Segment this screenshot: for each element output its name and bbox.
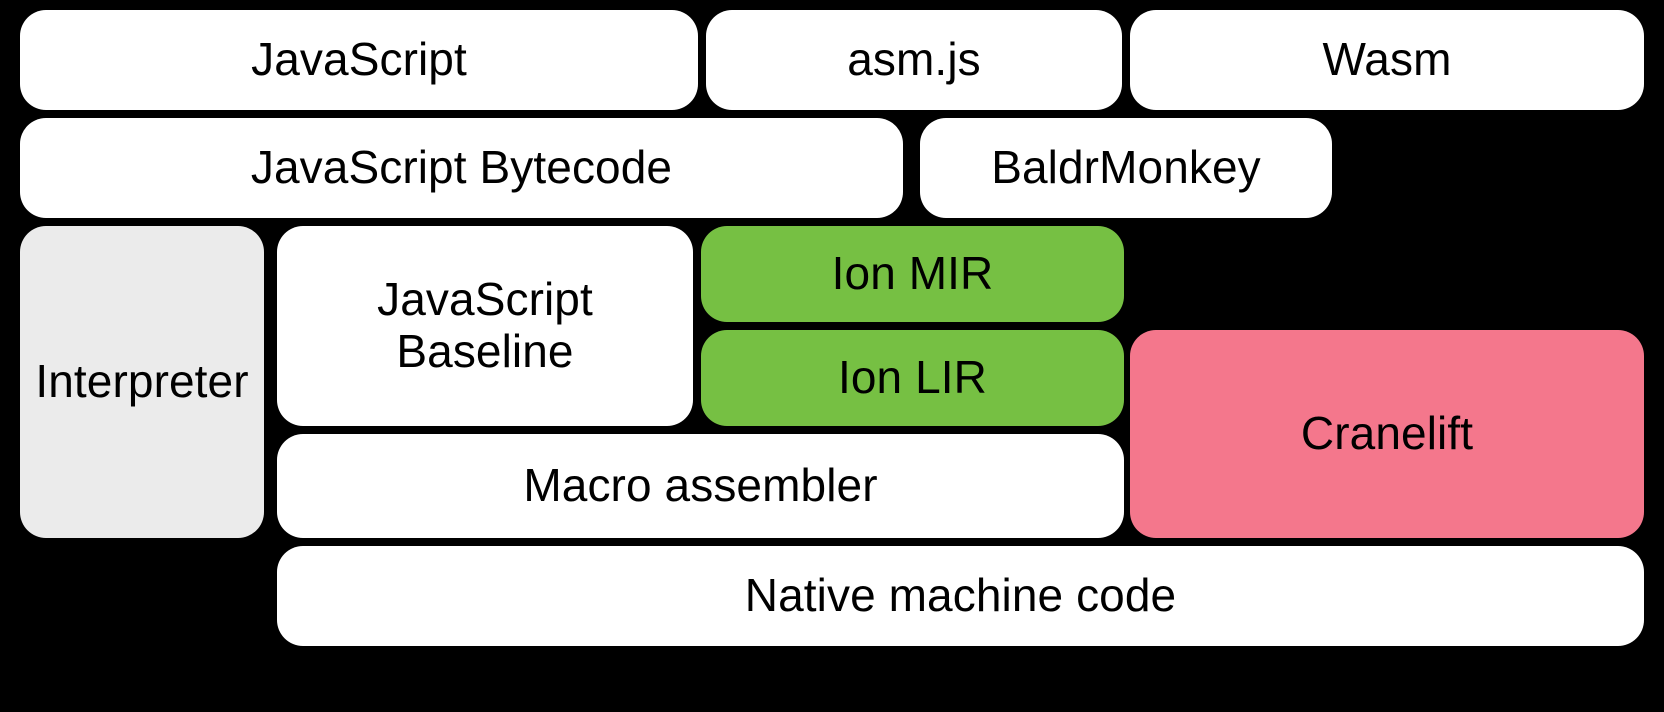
node-ion-mir: Ion MIR — [701, 226, 1124, 322]
node-native-machine-code: Native machine code — [277, 546, 1644, 646]
node-javascript: JavaScript — [20, 10, 698, 110]
node-cranelift: Cranelift — [1130, 330, 1644, 538]
node-macro-assembler: Macro assembler — [277, 434, 1124, 538]
node-asm-js: asm.js — [706, 10, 1122, 110]
node-javascript-baseline: JavaScript Baseline — [277, 226, 693, 426]
node-wasm: Wasm — [1130, 10, 1644, 110]
node-ion-lir: Ion LIR — [701, 330, 1124, 426]
node-javascript-bytecode: JavaScript Bytecode — [20, 118, 903, 218]
node-baldrmonkey: BaldrMonkey — [920, 118, 1332, 218]
node-interpreter: Interpreter — [20, 226, 264, 538]
